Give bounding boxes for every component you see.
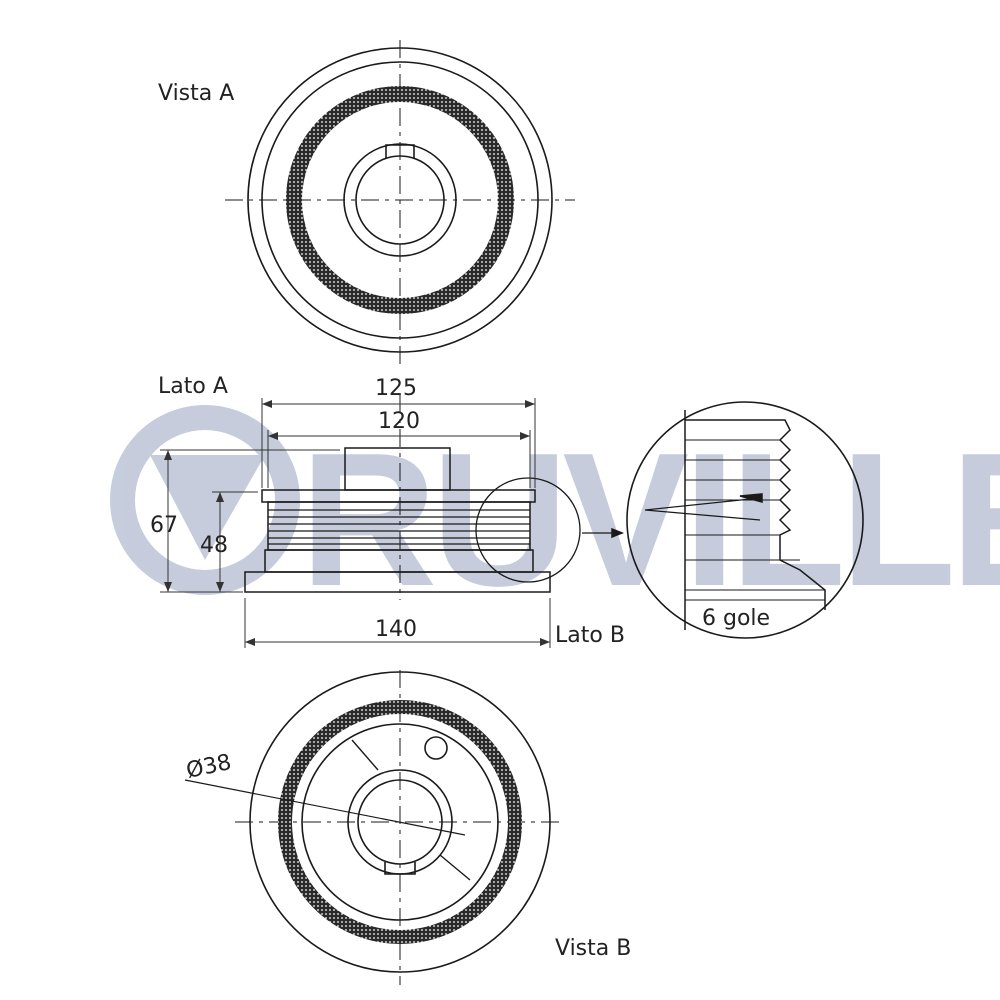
dim-67: 67 — [150, 513, 178, 538]
groove-detail-view — [626, 401, 864, 639]
dimension-lines — [160, 398, 551, 648]
ruville-logo-icon — [110, 405, 300, 595]
ruville-wordmark: RUVILLE — [300, 414, 1000, 626]
lato-a-label: Lato A — [158, 374, 228, 399]
grooves-label: 6 gole — [702, 606, 770, 631]
belt-grooves — [268, 509, 530, 545]
vista-a-view — [225, 40, 575, 365]
vista-b-view — [184, 670, 565, 985]
dim-diameter-38: Ø38 — [184, 750, 234, 784]
side-view — [244, 395, 625, 600]
vista-a-label: Vista A — [158, 81, 234, 106]
dim-120: 120 — [378, 409, 420, 434]
dim-140: 140 — [375, 617, 417, 642]
vista-b-label: Vista B — [555, 936, 631, 961]
dim-48: 48 — [200, 533, 228, 558]
dim-125: 125 — [375, 376, 417, 401]
dimension-arrows — [164, 400, 550, 646]
lato-b-label: Lato B — [555, 623, 625, 648]
ruville-watermark: RUVILLE — [110, 405, 1000, 626]
